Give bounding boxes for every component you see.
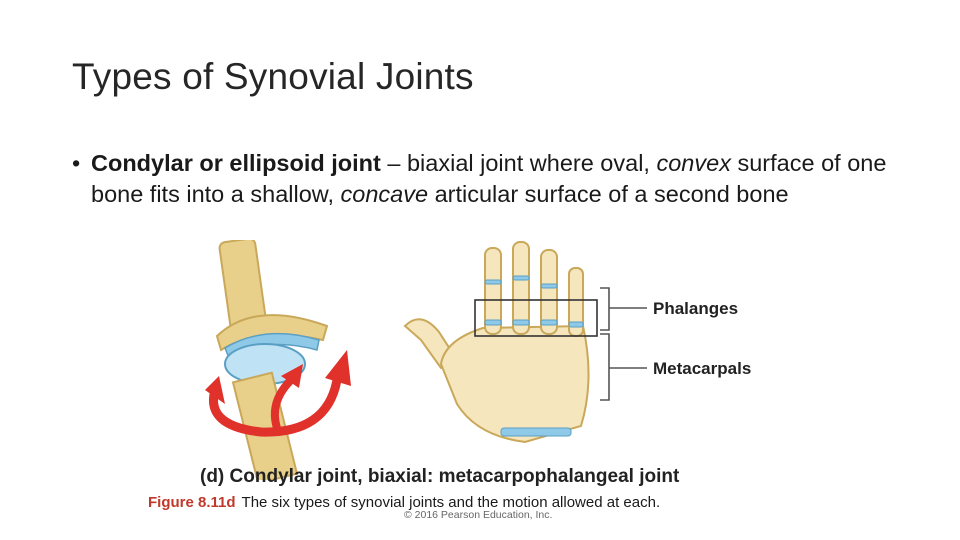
joint-cartilage-marks <box>484 275 584 437</box>
bullet-mid-text: surface of one bone fits into a shallow, <box>91 150 887 207</box>
hand-illustration <box>403 241 598 444</box>
label-brackets <box>600 287 647 401</box>
phalanges-bracket <box>600 287 610 331</box>
bullet-paragraph: • Condylar or ellipsoid joint – biaxial … <box>72 148 892 210</box>
phalanges-label: Phalanges <box>653 299 738 318</box>
rotation-arrow-head-right <box>325 350 351 386</box>
bullet-dash-text: – biaxial joint where oval, <box>380 150 657 176</box>
slide-title: Types of Synovial Joints <box>72 56 474 97</box>
term-condylar: Condylar or ellipsoid joint <box>91 150 381 176</box>
figure-caption-text: The six types of synovial joints and the… <box>241 494 661 511</box>
figure-number: Figure 8.11d <box>148 494 236 511</box>
figure-subcaption: (d) Condylar joint, biaxial: metacarpoph… <box>200 466 680 487</box>
em-concave: concave <box>340 181 429 207</box>
figure-caption: Figure 8.11d The six types of synovial jo… <box>148 494 660 511</box>
metacarpals-bracket <box>600 333 610 401</box>
palm <box>439 324 590 444</box>
bullet-dot: • <box>72 150 81 176</box>
bullet-text: Condylar or ellipsoid joint – biaxial jo… <box>91 148 892 210</box>
finger-ring <box>540 249 558 335</box>
flexion-arrow <box>270 377 294 430</box>
em-convex: convex <box>656 150 731 176</box>
flexion-arrow-head <box>281 364 303 388</box>
copyright-notice: © 2016 Pearson Education, Inc. <box>404 509 553 521</box>
phalanges-highlight-box <box>474 299 598 337</box>
joint-illustration <box>205 240 351 480</box>
condylar-joint-figure: Phalanges Metacarpals <box>205 240 751 480</box>
bullet-end-text: articular surface of a second bone <box>428 181 789 207</box>
finger-index <box>484 247 502 335</box>
metacarpals-label: Metacarpals <box>653 359 751 378</box>
finger-middle <box>512 241 530 335</box>
rotation-arrow <box>209 379 342 437</box>
rotation-arrow-head-left <box>205 376 225 404</box>
